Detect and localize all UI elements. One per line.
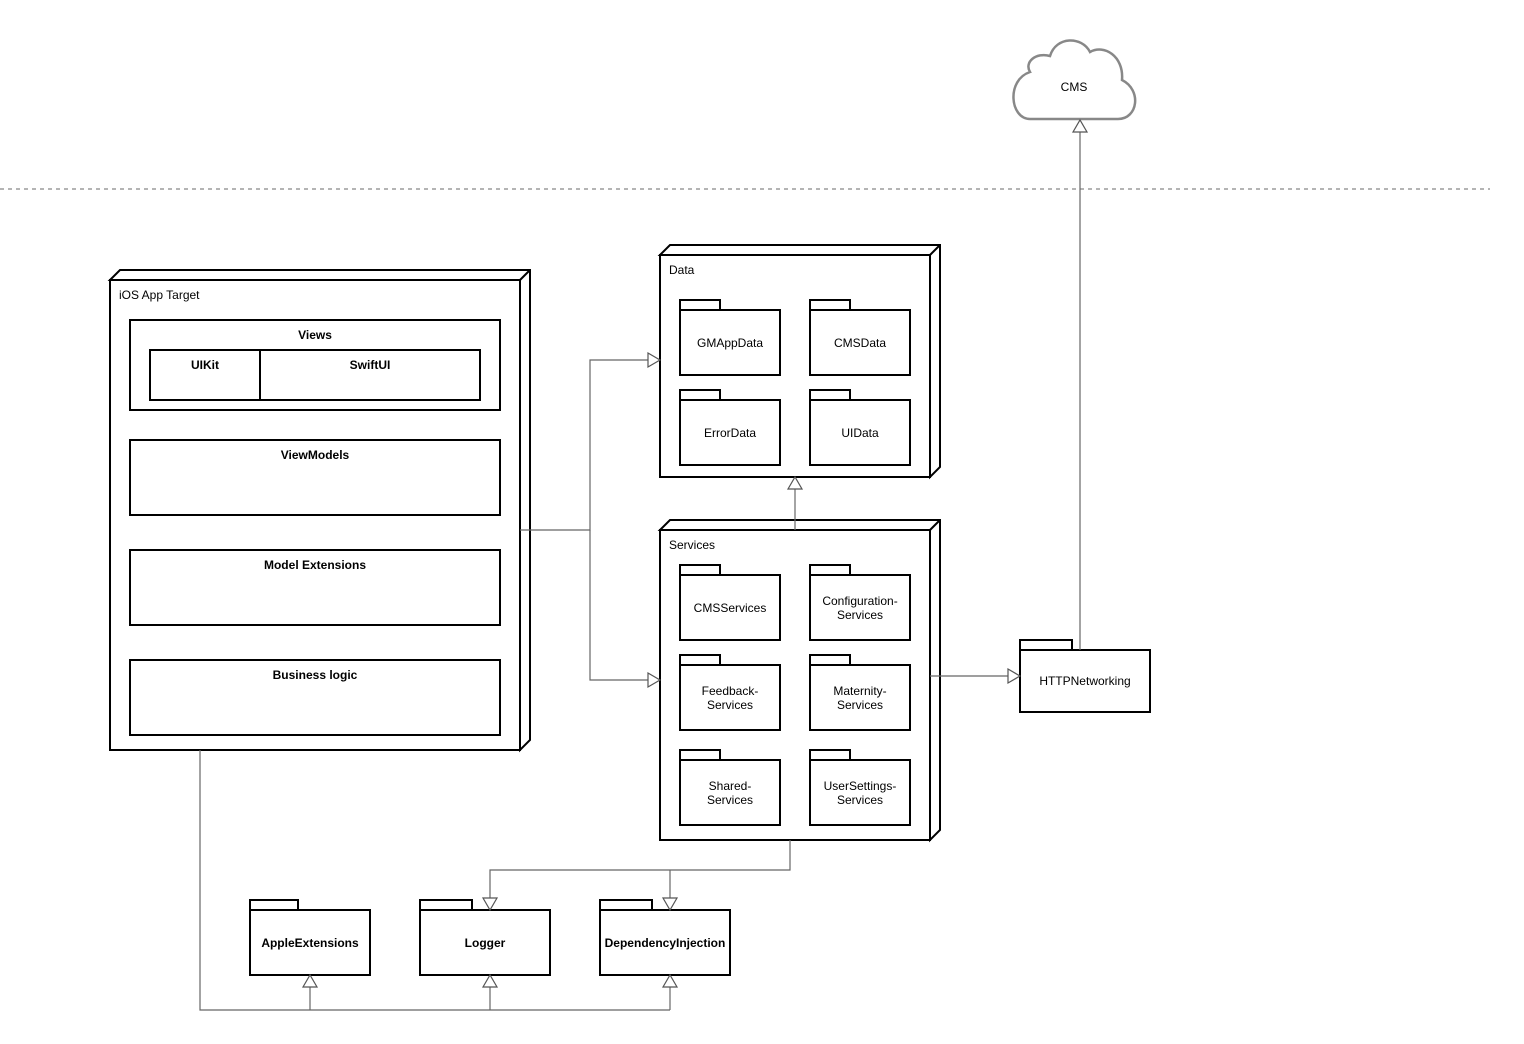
- package-label-line1: UserSettings-: [824, 779, 897, 793]
- arrow-head: [661, 973, 679, 988]
- arrow-head: [661, 897, 679, 912]
- arrow-head: [301, 973, 319, 988]
- package-logger[interactable]: Logger: [419, 899, 551, 976]
- package-label: CMSServices: [694, 601, 767, 615]
- model-extensions-layer[interactable]: Model Extensions: [129, 549, 501, 626]
- package-uidata[interactable]: UIData: [809, 389, 911, 466]
- cms-cloud[interactable]: CMS: [1012, 39, 1137, 121]
- package-label-line2: Services: [707, 793, 753, 807]
- package-gmappdata[interactable]: GMAppData: [679, 299, 781, 376]
- uikit-label: UIKit: [191, 358, 219, 372]
- arrow-head: [1007, 667, 1022, 685]
- ios-app-target-node[interactable]: iOS App Target Views UIKit SwiftUI ViewM…: [107, 269, 531, 753]
- edge-app-to-services: [589, 530, 648, 681]
- model-extensions-title: Model Extensions: [264, 558, 366, 572]
- edge-services-to-logger: [489, 840, 791, 898]
- package-label-line2: Services: [837, 698, 883, 712]
- package-label: UIData: [841, 426, 879, 440]
- viewmodels-layer[interactable]: ViewModels: [129, 439, 501, 516]
- appleextensions-label: AppleExtensions: [261, 936, 359, 950]
- package-label: CMSData: [834, 336, 886, 350]
- viewmodels-title: ViewModels: [281, 448, 350, 462]
- package-shared-services[interactable]: Shared- Services: [679, 749, 781, 826]
- package-feedback-services[interactable]: Feedback- Services: [679, 654, 781, 731]
- package-cmsdata[interactable]: CMSData: [809, 299, 911, 376]
- package-label-line1: Feedback-: [702, 684, 759, 698]
- logger-label: Logger: [465, 936, 506, 950]
- data-node[interactable]: Data GMAppData CMSData ErrorData UIData: [657, 244, 941, 480]
- business-logic-layer[interactable]: Business logic: [129, 659, 501, 736]
- package-label-line1: Maternity-: [833, 684, 886, 698]
- package-httpnetworking[interactable]: HTTPNetworking: [1019, 639, 1151, 713]
- data-node-title: Data: [669, 263, 695, 277]
- uikit-box[interactable]: [149, 349, 261, 401]
- edge-app-to-data: [520, 359, 648, 531]
- package-label-line2: Services: [837, 608, 883, 622]
- package-cmsservices[interactable]: CMSServices: [679, 564, 781, 641]
- package-errordata[interactable]: ErrorData: [679, 389, 781, 466]
- httpnetworking-label: HTTPNetworking: [1039, 674, 1130, 688]
- package-label: ErrorData: [704, 426, 756, 440]
- package-label-line2: Services: [707, 698, 753, 712]
- business-logic-title: Business logic: [273, 668, 358, 682]
- services-node[interactable]: Services CMSServices Configuration- Serv…: [657, 519, 941, 843]
- arrow-head: [647, 671, 662, 689]
- arrow-head: [786, 475, 804, 490]
- package-label: GMAppData: [697, 336, 763, 350]
- package-label-line1: Shared-: [709, 779, 752, 793]
- arrow-head: [481, 973, 499, 988]
- package-label-line2: Services: [837, 793, 883, 807]
- package-configuration-services[interactable]: Configuration- Services: [809, 564, 911, 641]
- package-usersettings-services[interactable]: UserSettings- Services: [809, 749, 911, 826]
- arrow-head: [481, 897, 499, 912]
- package-appleextensions[interactable]: AppleExtensions: [249, 899, 371, 976]
- swiftui-label: SwiftUI: [350, 358, 391, 372]
- ios-app-target-title: iOS App Target: [119, 288, 200, 302]
- dependencyinjection-label: DependencyInjection: [605, 936, 726, 950]
- swiftui-box[interactable]: [259, 349, 481, 401]
- arrow-head: [647, 351, 662, 369]
- services-node-title: Services: [669, 538, 715, 552]
- package-dependencyinjection[interactable]: DependencyInjection: [599, 899, 731, 976]
- package-maternity-services[interactable]: Maternity- Services: [809, 654, 911, 731]
- edge-app-to-bottom: [199, 750, 670, 1011]
- views-layer[interactable]: Views UIKit SwiftUI: [129, 319, 501, 411]
- package-label-line1: Configuration-: [822, 594, 897, 608]
- views-title: Views: [298, 328, 332, 342]
- arrow-head: [1071, 118, 1089, 133]
- cms-cloud-label: CMS: [1061, 80, 1088, 94]
